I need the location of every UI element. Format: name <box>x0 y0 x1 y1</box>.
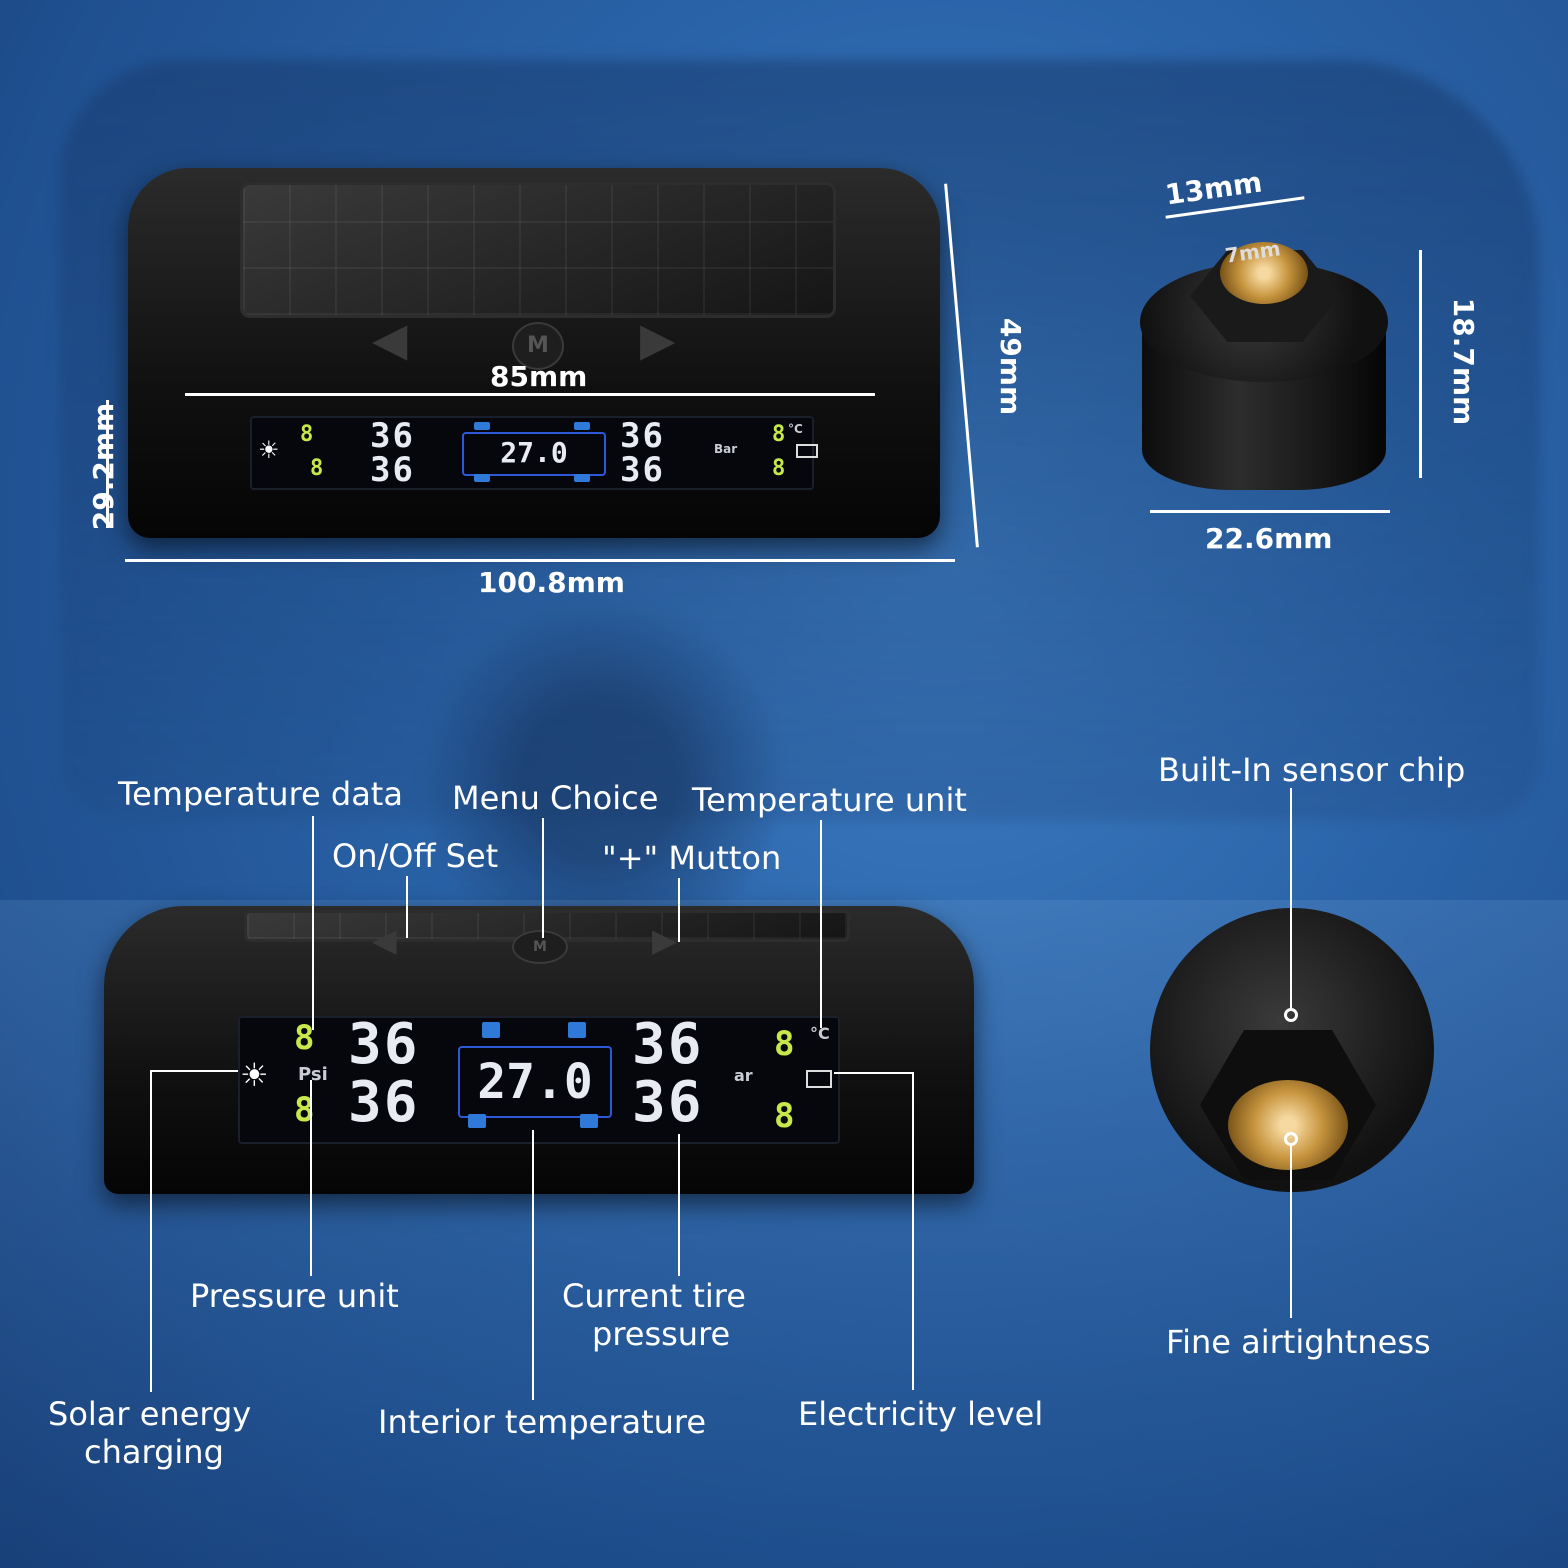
label-current-tire-pressure-2: pressure <box>592 1315 731 1353</box>
leader-electricity <box>834 1072 914 1074</box>
dimension-49mm: 49mm <box>994 317 1028 416</box>
label-menu-choice: Menu Choice <box>452 779 659 817</box>
dimension-29-2mm: 29.2mm <box>87 402 121 531</box>
label-solar-charging-1: Solar energy <box>48 1395 252 1433</box>
temp-unit-top: °C <box>788 422 803 436</box>
battery-icon <box>796 444 818 458</box>
tire-indicator <box>580 1114 598 1128</box>
temp-digit-bottom-left: 8 <box>294 1090 315 1130</box>
sensor-valve-top <box>1220 242 1308 304</box>
dimension-line-18mm <box>1419 250 1422 478</box>
leader-pressure-unit <box>310 1080 312 1276</box>
leader-sensor-chip <box>1290 788 1292 1008</box>
label-temperature-data: Temperature data <box>118 775 403 813</box>
leader-airtightness <box>1290 1146 1292 1318</box>
pressure-right-bottom: 36 <box>632 1070 704 1135</box>
temp-digit-top-left: 8 <box>300 422 314 447</box>
leader-current-pressure <box>678 1134 680 1276</box>
leader-temperature-data <box>312 816 314 1030</box>
temp-digit-top-right: 8 <box>772 422 786 447</box>
label-solar-charging-2: charging <box>84 1433 224 1471</box>
tire-indicator <box>574 474 590 482</box>
sensor-chip-marker <box>1284 1008 1298 1022</box>
leader-menu <box>542 818 544 938</box>
pressure-left-top: 36 <box>348 1012 420 1077</box>
dimension-85mm: 85mm <box>490 360 588 393</box>
leader-plus <box>678 878 680 942</box>
pressure-left-bottom: 36 <box>370 450 415 490</box>
right-button-top[interactable]: ▶ <box>640 312 676 366</box>
temp-digit-top-left: 8 <box>294 1018 315 1058</box>
menu-button-top[interactable]: M <box>512 322 564 370</box>
lcd-bottom: ☀ 8 Psi 8 36 36 27.0 36 36 ar 8 °C 8 <box>238 1012 840 1144</box>
label-electricity-level: Electricity level <box>798 1395 1044 1433</box>
leader-electricity-v <box>912 1072 914 1390</box>
temp-digit-bottom-right: 8 <box>774 1096 795 1136</box>
solar-panel-top <box>240 182 836 318</box>
battery-icon <box>806 1070 832 1088</box>
pressure-unit-top: Bar <box>714 442 738 456</box>
label-fine-airtightness: Fine airtightness <box>1166 1323 1431 1361</box>
tire-indicator <box>474 474 490 482</box>
left-button-top[interactable]: ◀ <box>372 312 408 366</box>
dimension-line-85mm <box>185 393 875 396</box>
tire-indicator <box>482 1022 500 1038</box>
label-built-in-sensor-chip: Built-In sensor chip <box>1158 751 1466 789</box>
tire-indicator <box>568 1022 586 1038</box>
center-display-top: 27.0 <box>462 432 606 476</box>
dimension-line-22mm <box>1150 510 1390 513</box>
temp-digit-bottom-right: 8 <box>772 456 786 481</box>
pressure-right-top: 36 <box>620 416 665 456</box>
pressure-left-bottom: 36 <box>348 1070 420 1135</box>
label-temperature-unit: Temperature unit <box>692 781 967 819</box>
leader-solar-v <box>150 1070 152 1392</box>
leader-interior-temp <box>532 1130 534 1400</box>
sun-icon: ☀ <box>240 1056 269 1094</box>
background-wheel <box>420 600 780 960</box>
dimension-18-7mm: 18.7mm <box>1447 297 1481 426</box>
tire-indicator <box>574 422 590 430</box>
pressure-unit-psi: Psi <box>298 1064 328 1085</box>
leader-solar <box>150 1070 238 1072</box>
dimension-22-6mm: 22.6mm <box>1205 522 1333 555</box>
label-plus-button: "+" Mutton <box>602 839 782 877</box>
dimension-100-8mm: 100.8mm <box>478 566 625 599</box>
dimension-line-100mm <box>125 559 955 562</box>
on-off-button[interactable]: ◀ <box>372 921 397 959</box>
label-current-tire-pressure-1: Current tire <box>562 1277 746 1315</box>
pressure-left-top: 36 <box>370 416 415 456</box>
center-value-top: 27.0 <box>500 436 568 469</box>
temp-digit-bottom-left: 8 <box>310 456 324 481</box>
temp-unit-celsius: °C <box>810 1024 830 1043</box>
menu-button-bottom[interactable]: M <box>512 930 568 964</box>
dimension-line-29mm <box>106 400 109 528</box>
airtightness-marker <box>1284 1132 1298 1146</box>
label-pressure-unit: Pressure unit <box>190 1277 399 1315</box>
center-display-bottom: 27.0 <box>458 1046 612 1118</box>
label-interior-temperature: Interior temperature <box>378 1403 707 1441</box>
tire-indicator <box>474 422 490 430</box>
pressure-right-bottom: 36 <box>620 450 665 490</box>
tire-indicator <box>468 1114 486 1128</box>
plus-button[interactable]: ▶ <box>652 921 677 959</box>
label-on-off-set: On/Off Set <box>332 837 499 875</box>
temp-digit-top-right: 8 <box>774 1024 795 1064</box>
leader-on-off <box>406 876 408 938</box>
pressure-right-top: 36 <box>632 1012 704 1077</box>
lcd-top: ☀ 8 8 36 36 27.0 36 36 Bar 8 °C 8 <box>250 416 818 490</box>
leader-temperature-unit <box>820 820 822 1028</box>
pressure-unit-bar: ar <box>734 1066 753 1085</box>
center-value-bottom: 27.0 <box>477 1054 593 1110</box>
sun-icon: ☀ <box>258 436 280 464</box>
sensor-bottom-valve <box>1228 1080 1348 1170</box>
